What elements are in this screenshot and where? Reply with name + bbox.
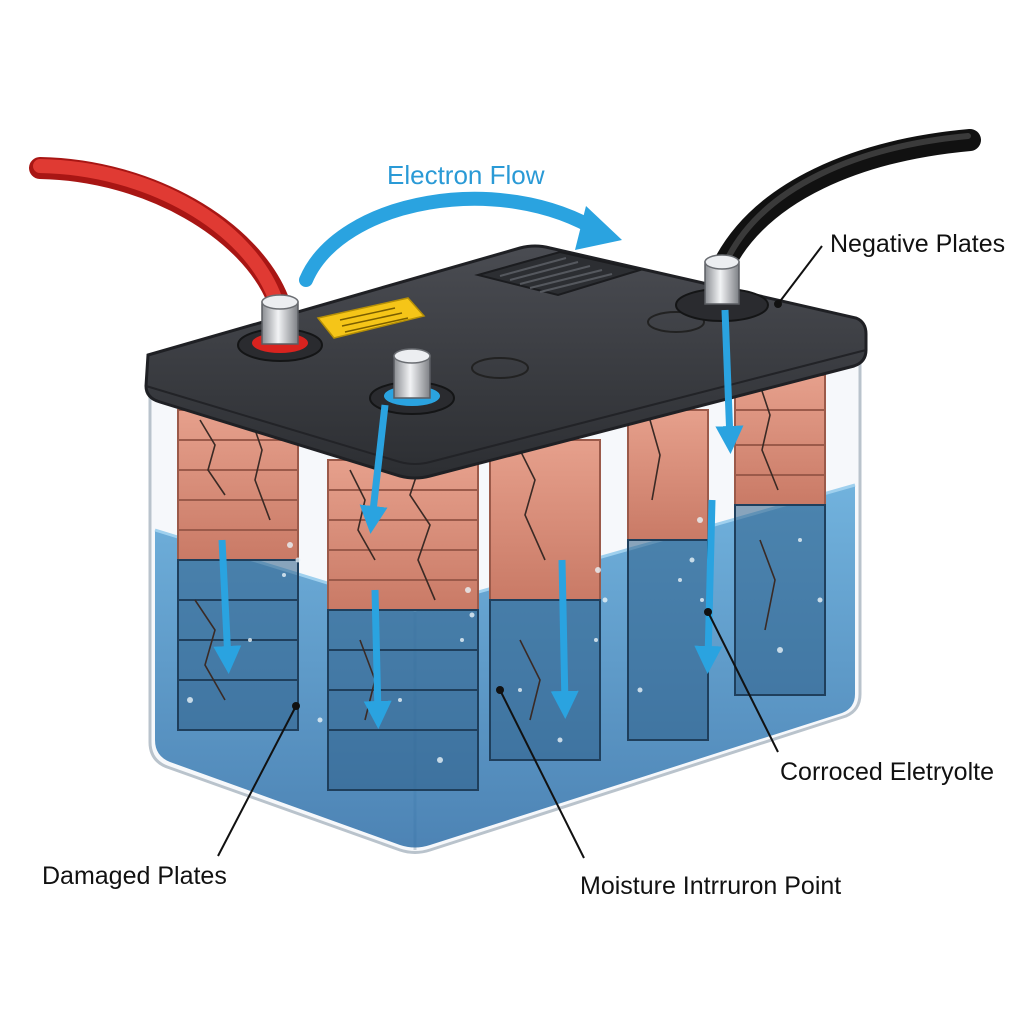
leader-lines [217,245,823,859]
plate-block-middle-right [489,409,709,761]
middle-terminal-icon [369,348,455,415]
plate-block-left [177,409,299,731]
plate-block-right [734,374,826,696]
damaged-plates-label: Damaged Plates [42,862,227,890]
electron-flow-label: Electron Flow [387,160,545,190]
negative-plates-label: Negative Plates [830,230,1006,258]
plate-block-middle-left [327,459,479,791]
corrosion-particles [187,517,823,763]
positive-terminal-icon [237,294,323,362]
corroded-electrolyte-label: Corroced Eletryolte [780,758,994,786]
damaged-plates-group [177,374,826,791]
warning-label-icon [316,297,426,339]
vent-grille-icon [474,250,644,297]
negative-terminal-icon [675,254,769,322]
electron-flow-arrow-icon [299,191,622,287]
leader-dots [292,300,782,710]
moisture-intrusion-label: Moisture Intrruron Point [580,872,842,900]
current-flow-arrows [213,309,744,729]
